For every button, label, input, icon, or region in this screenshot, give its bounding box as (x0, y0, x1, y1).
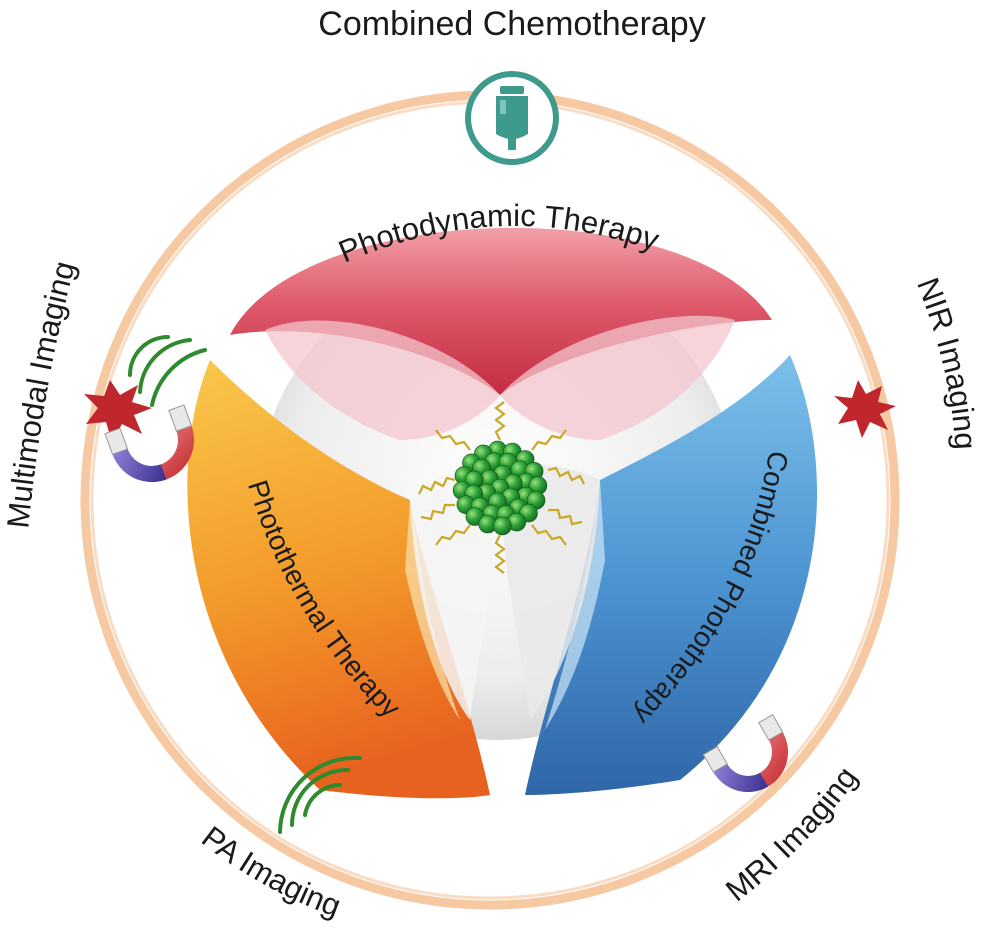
burst-star-icon-right (834, 380, 896, 438)
magnet-icon (104, 404, 194, 482)
inner-lobe-left (410, 466, 500, 720)
petal-photodynamic (230, 227, 772, 440)
nanoparticle-sphere (493, 516, 512, 536)
label-multimodal-imaging: Multimodal Imaging (0, 257, 82, 529)
magnet-icon-bottom (702, 713, 788, 792)
petal-combined-phototherapy (525, 355, 818, 795)
inner-lobe-right (500, 464, 600, 720)
label-nir-imaging: NIR Imaging (910, 273, 982, 451)
burst-star-icon (84, 380, 152, 442)
nanoparticle-icon (418, 401, 585, 574)
label-combined-chemotherapy: Combined Chemotherapy (318, 5, 705, 43)
signal-wave-icon-bottom (278, 755, 362, 834)
iv-bag-icon (465, 71, 559, 165)
signal-wave-icon (128, 335, 207, 407)
